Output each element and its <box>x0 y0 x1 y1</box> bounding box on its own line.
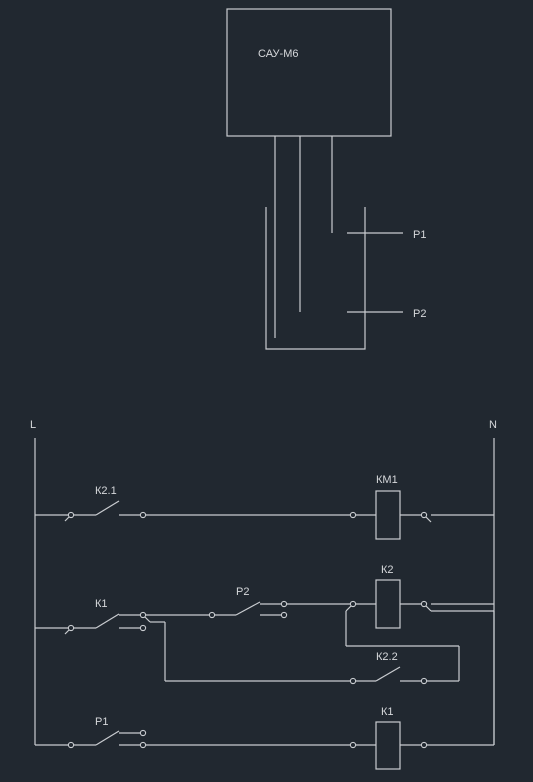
rung-k1: P1 К1 <box>35 611 495 770</box>
coil-km1-label: КМ1 <box>376 474 398 486</box>
controller-label: САУ-М6 <box>258 48 299 60</box>
rung-km1: К2.1 КМ1 <box>35 474 494 540</box>
rung-k2: К1 P2 К2 К2.2 <box>35 564 494 685</box>
probe-p1-label: P1 <box>413 229 426 241</box>
contact-k1-blade <box>95 613 120 629</box>
contact-p1-blade <box>95 730 120 746</box>
coil-k2-label: К2 <box>381 564 394 576</box>
contact-k22-blade <box>375 666 401 682</box>
level-sensor-assembly: САУ-М6 P1 P2 <box>226 8 426 350</box>
coil-k1 <box>375 721 401 770</box>
contact-k21-label: К2.1 <box>95 485 117 497</box>
tank-outline <box>265 207 366 350</box>
contact-k1-label: К1 <box>95 598 108 610</box>
rail-n-label: N <box>489 419 497 431</box>
coil-k1-label: К1 <box>381 706 394 718</box>
controller-box <box>226 8 392 137</box>
contact-p2-label: P2 <box>236 586 249 598</box>
probe-p2-label: P2 <box>413 308 426 320</box>
rail-l-label: L <box>30 419 36 431</box>
supply-rails: L N <box>30 419 497 745</box>
contact-k21-blade <box>95 500 120 516</box>
coil-km1 <box>375 490 401 540</box>
coil-k2 <box>375 579 401 629</box>
contact-p2-blade <box>235 601 261 616</box>
contact-k22-label: К2.2 <box>376 651 398 663</box>
contact-p1-label: P1 <box>95 716 108 728</box>
